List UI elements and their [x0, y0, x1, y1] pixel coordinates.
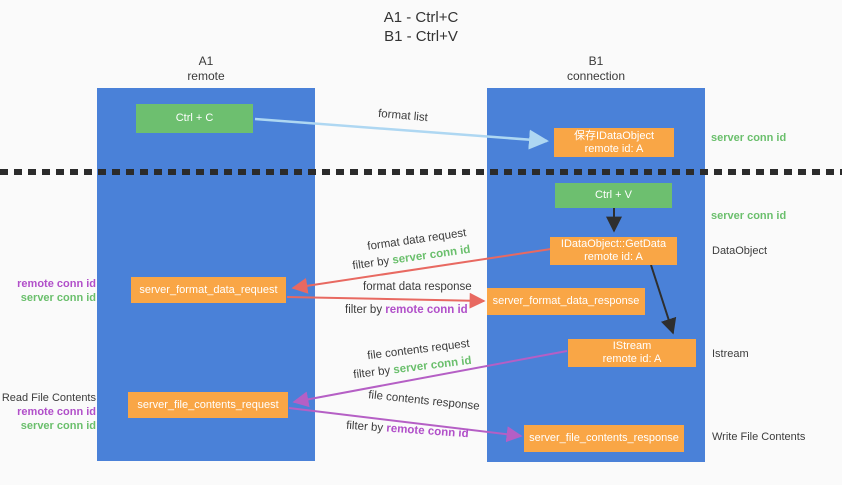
filter-by-text: filter by — [345, 419, 384, 435]
node-save-idataobject: 保存IDataObject remote id: A — [554, 128, 674, 157]
remote-conn-id-text: remote conn id — [385, 422, 469, 441]
left-conn-id-group-bottom: Read File Contents remote conn id server… — [0, 391, 96, 433]
left-read-file-contents: Read File Contents — [1, 392, 96, 404]
right-label-dataobject: DataObject — [712, 245, 768, 257]
node-istream-line1: IStream — [612, 340, 652, 352]
right-label-istream: Istream — [712, 348, 749, 360]
format-data-response-arrow — [286, 292, 486, 309]
diagram-title: A1 - Ctrl+C B1 - Ctrl+V — [0, 8, 842, 46]
label-file-contents-response: file contents response — [367, 389, 481, 413]
node-ctrl-v: Ctrl + V — [555, 183, 672, 208]
label-format-data-response: format data response — [363, 281, 472, 293]
node-server-format-data-request: server_format_data_request — [131, 277, 286, 303]
filter-by-text: filter by — [345, 304, 383, 316]
lane-a1-subtitle: remote — [187, 69, 225, 83]
label-filter-by-remote-conn-id-1: filter by remote conn id — [345, 304, 468, 316]
left-remote-conn-id-top: remote conn id — [17, 278, 96, 290]
title-line-2: B1 - Ctrl+V — [384, 28, 458, 45]
dashed-divider — [0, 169, 842, 175]
filter-by-text: filter by — [351, 255, 391, 273]
node-save-idataobject-line2: remote id: A — [584, 142, 644, 155]
node-getdata-line2: remote id: A — [584, 251, 643, 263]
node-save-idataobject-line1: 保存IDataObject — [573, 129, 655, 142]
node-ctrl-c: Ctrl + C — [136, 104, 253, 133]
node-format-request-label: server_format_data_request — [139, 283, 278, 296]
node-server-format-data-response: server_format_data_response — [487, 288, 645, 315]
node-idataobject-getdata: IDataObject::GetData remote id: A — [550, 237, 677, 265]
lane-a1-header: A1 remote — [97, 54, 315, 84]
label-filter-by-remote-conn-id-2: filter by remote conn id — [346, 420, 469, 441]
label-format-list: format list — [377, 107, 429, 125]
filter-by-text: filter by — [352, 364, 391, 382]
node-istream-line2: remote id: A — [602, 353, 662, 365]
right-label-server-conn-id-mid: server conn id — [711, 210, 787, 222]
right-label-write-file-contents: Write File Contents — [712, 431, 806, 443]
lane-b1-subtitle: connection — [566, 69, 626, 83]
node-istream: IStream remote id: A — [568, 339, 696, 367]
right-label-server-conn-id-top: server conn id — [711, 132, 787, 144]
node-ctrl-c-label: Ctrl + C — [175, 112, 214, 124]
node-server-file-contents-response: server_file_contents_response — [524, 425, 684, 452]
node-file-response-label: server_file_contents_response — [529, 432, 679, 444]
left-conn-id-group-top: remote conn id server conn id — [0, 277, 96, 305]
lane-a1-title: A1 — [198, 54, 214, 68]
lane-b1-title: B1 — [588, 54, 604, 68]
node-server-file-contents-request: server_file_contents_request — [128, 392, 288, 418]
remote-conn-id-text: remote conn id — [385, 304, 468, 316]
left-server-conn-id-top: server conn id — [20, 292, 96, 304]
node-file-request-label: server_file_contents_request — [137, 398, 279, 411]
title-line-1: A1 - Ctrl+C — [383, 9, 459, 26]
left-server-conn-id-bottom: server conn id — [20, 420, 96, 432]
node-ctrl-v-label: Ctrl + V — [595, 189, 632, 201]
lane-b1-header: B1 connection — [487, 54, 705, 84]
node-getdata-line1: IDataObject::GetData — [560, 238, 667, 250]
node-format-response-label: server_format_data_response — [492, 295, 640, 307]
server-conn-id-text: server conn id — [392, 354, 473, 377]
left-remote-conn-id-bottom: remote conn id — [17, 406, 96, 418]
